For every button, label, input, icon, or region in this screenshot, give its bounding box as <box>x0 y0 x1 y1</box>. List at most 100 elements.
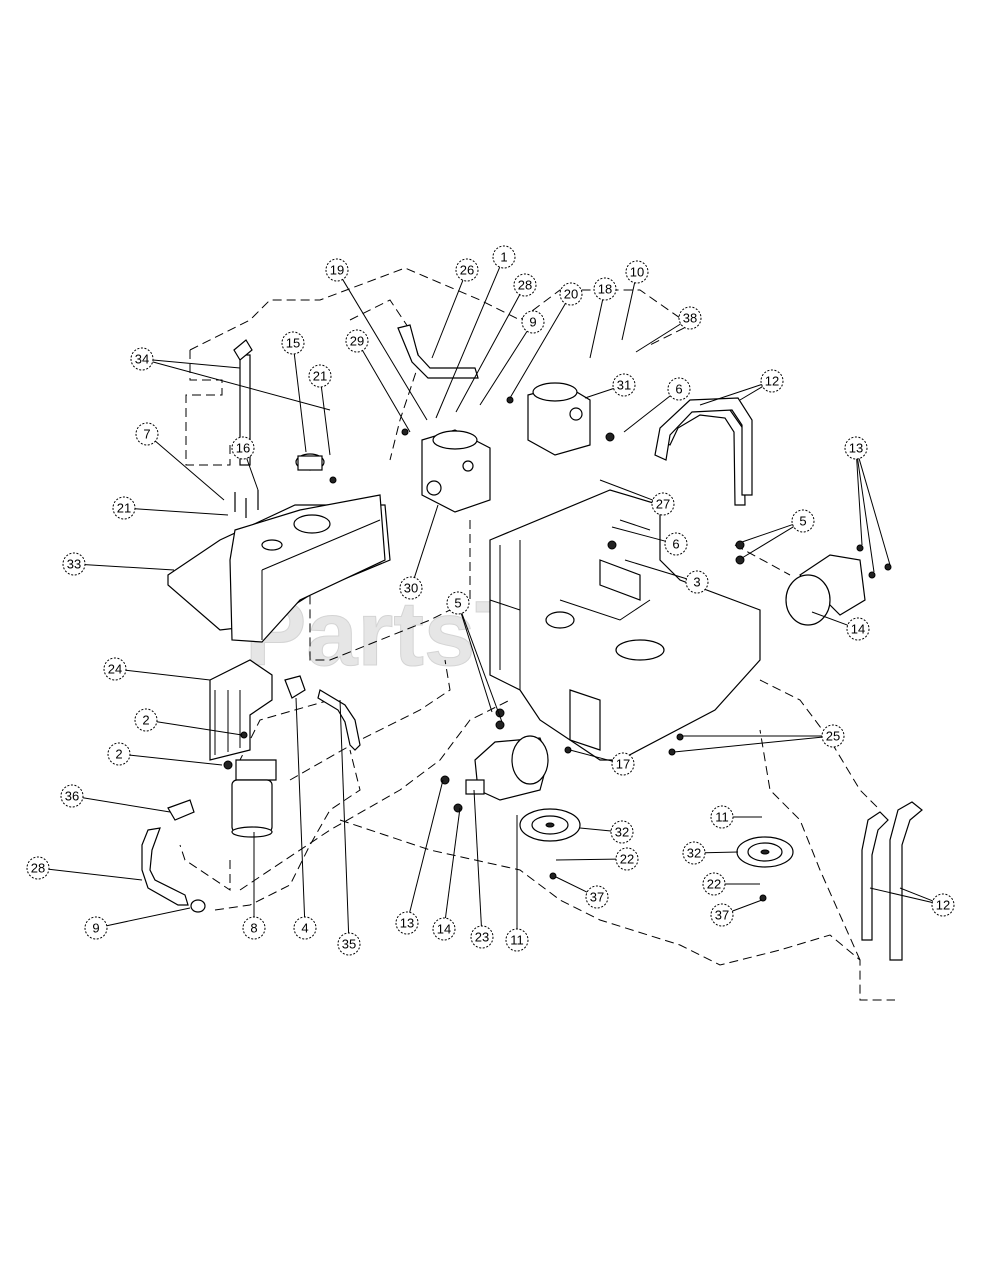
callout-circle <box>505 928 529 952</box>
callout-circle <box>60 784 84 808</box>
callout-label: 34 <box>135 352 149 367</box>
callout-3: 3 <box>624 559 709 594</box>
callout-38: 38 <box>635 306 702 353</box>
callout-label: 10 <box>630 265 644 280</box>
callout-5: 5 <box>741 509 815 559</box>
leader-line <box>413 504 439 578</box>
leader-line <box>155 440 225 501</box>
callout-label: 21 <box>117 501 131 516</box>
callout-circle <box>664 532 688 556</box>
leader-line <box>741 524 793 543</box>
leader-line <box>342 279 428 421</box>
callout-27: 27 <box>599 479 675 516</box>
callout-12: 12 <box>699 369 784 406</box>
callout-label: 20 <box>564 287 578 302</box>
callout-label: 6 <box>675 382 682 397</box>
callout-14: 14 <box>811 611 870 641</box>
callout-circle <box>242 916 266 940</box>
callout-circle <box>612 373 636 397</box>
leader-line <box>589 299 604 359</box>
leader-line <box>455 294 521 413</box>
callout-circle <box>791 509 815 533</box>
callout-19: 19 <box>325 258 428 421</box>
callout-circle <box>399 576 423 600</box>
leader-line <box>82 797 171 813</box>
leader-line <box>444 807 461 919</box>
hose-26 <box>397 324 479 379</box>
callout-label: 9 <box>92 921 99 936</box>
callout-circle <box>130 347 154 371</box>
callout-14: 14 <box>432 807 461 941</box>
callout-label: 14 <box>437 922 451 937</box>
callout-circle <box>513 273 537 297</box>
callout-label: 35 <box>342 937 356 952</box>
motor-23 <box>465 735 549 801</box>
callout-label: 32 <box>615 825 629 840</box>
callout-circle <box>760 369 784 393</box>
callout-label: 6 <box>672 537 679 552</box>
callout-label: 16 <box>236 441 250 456</box>
callout-label: 22 <box>707 877 721 892</box>
callout-label: 32 <box>687 846 701 861</box>
callout-label: 23 <box>475 930 489 945</box>
leader-line <box>857 458 875 573</box>
callout-circle <box>615 847 639 871</box>
leader-line <box>460 613 493 713</box>
leader-line <box>599 479 653 501</box>
leader-line <box>156 721 243 736</box>
pump-30 <box>421 429 491 513</box>
callout-circle <box>112 496 136 520</box>
callout-18: 18 <box>589 277 617 359</box>
callout-11: 11 <box>710 805 762 829</box>
callout-circle <box>702 872 726 896</box>
callout-label: 25 <box>826 729 840 744</box>
callout-circle <box>651 492 675 516</box>
callout-10: 10 <box>621 260 649 341</box>
leader-line <box>320 386 331 456</box>
callout-16: 16 <box>231 436 259 491</box>
leader-line <box>635 323 681 353</box>
callout-17: 17 <box>569 749 635 776</box>
leader-line <box>362 350 411 433</box>
callout-label: 11 <box>715 810 729 825</box>
callout-label: 30 <box>404 581 418 596</box>
callout-circle <box>62 552 86 576</box>
leader-line <box>125 669 211 681</box>
callout-24: 24 <box>103 657 211 681</box>
callout-circle <box>611 752 635 776</box>
callout-circle <box>134 708 158 732</box>
callout-7: 7 <box>135 422 225 501</box>
callout-label: 5 <box>454 596 461 611</box>
callout-label: 12 <box>936 898 950 913</box>
callout-label: 36 <box>65 789 79 804</box>
callout-label: 37 <box>590 890 604 905</box>
callout-2: 2 <box>134 708 243 736</box>
callout-circle <box>710 805 734 829</box>
callout-29: 29 <box>345 329 411 433</box>
leader-line <box>899 887 933 902</box>
callout-label: 14 <box>851 622 865 637</box>
callout-label: 29 <box>350 334 364 349</box>
callout-20: 20 <box>509 282 583 399</box>
leader-line <box>293 353 307 453</box>
callout-23: 23 <box>470 789 494 949</box>
callout-9: 9 <box>479 310 545 406</box>
pulleys-32 <box>519 808 794 868</box>
callout-circle <box>710 903 734 927</box>
callout-31: 31 <box>584 373 636 399</box>
leader-line <box>479 331 528 406</box>
callout-label: 37 <box>715 908 729 923</box>
leader-line <box>409 779 444 913</box>
callout-label: 33 <box>67 557 81 572</box>
callout-circle <box>625 260 649 284</box>
callout-circle <box>678 306 702 330</box>
callout-28: 28 <box>26 856 143 881</box>
callout-33: 33 <box>62 552 175 576</box>
callout-circle <box>395 911 419 935</box>
callout-2: 2 <box>107 742 223 766</box>
callout-label: 5 <box>799 514 806 529</box>
callout-circle <box>455 258 479 282</box>
callout-22: 22 <box>702 872 760 896</box>
